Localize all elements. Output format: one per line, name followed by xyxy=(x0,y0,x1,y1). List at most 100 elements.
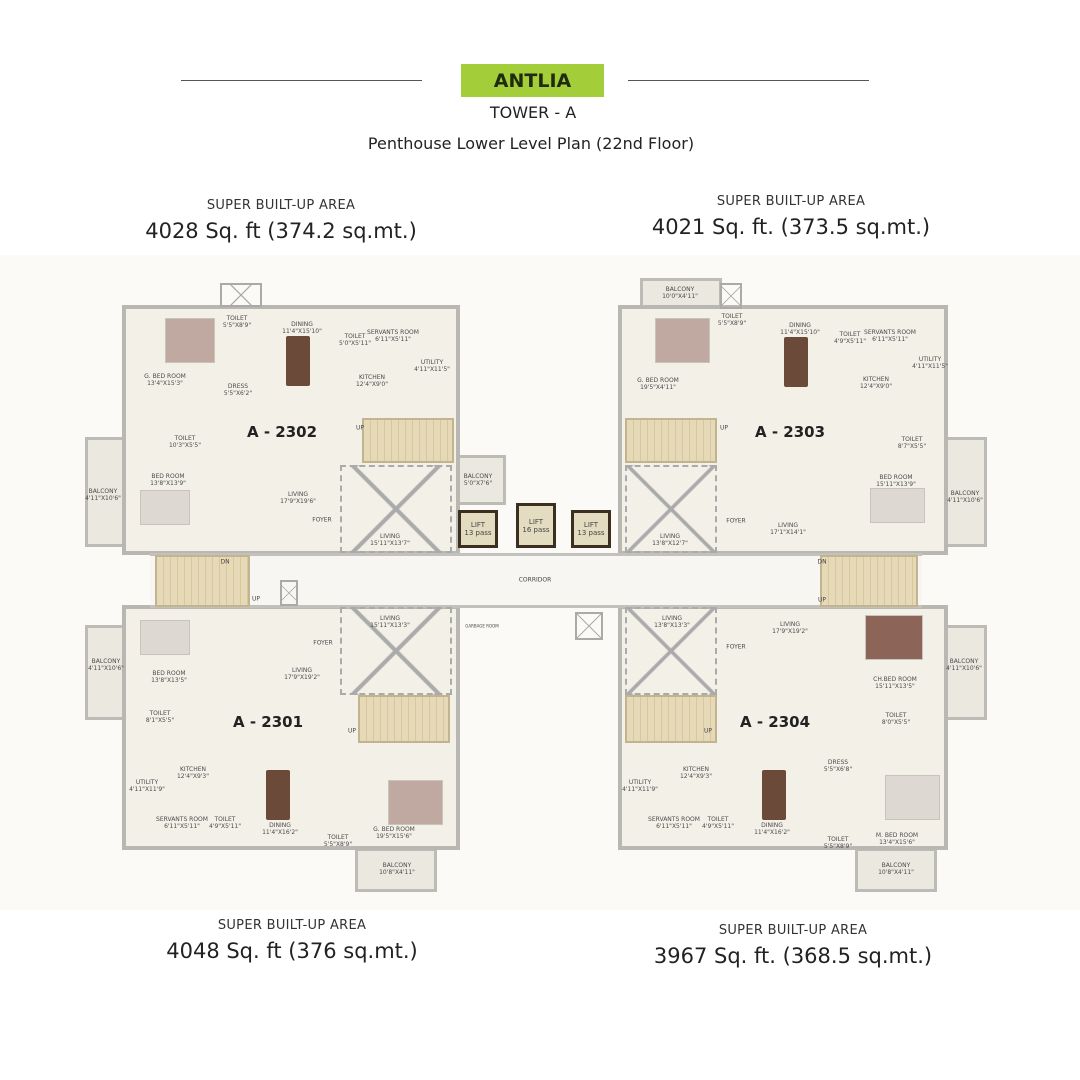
bed-2303-2 xyxy=(870,488,925,523)
area-caption-top-left: SUPER BUILT-UP AREA xyxy=(206,198,356,213)
garbage-room-label: GARBAGE ROOM xyxy=(465,623,499,629)
room-dimensions: 4'11"x10'6" xyxy=(946,665,982,672)
room-dimensions: 12'4"x9'0" xyxy=(355,381,389,388)
room-dimensions: 13'8"x12'7" xyxy=(652,540,688,547)
bed-2301 xyxy=(388,780,443,825)
header-divider-left xyxy=(181,80,422,81)
room-label: FOYER xyxy=(313,640,332,647)
staircase-left xyxy=(155,555,250,607)
room-dimensions: 13'8"x13'5" xyxy=(151,677,187,684)
bed-2302 xyxy=(165,318,215,363)
room-dimensions: 10'0"x4'11" xyxy=(662,293,698,300)
living-void-2301 xyxy=(340,607,452,695)
stair-up-2304: UP xyxy=(703,727,713,735)
room-dimensions: 4'11"x10'6" xyxy=(947,497,983,504)
lift-label: LIFT xyxy=(583,521,599,529)
area-caption-bottom-right: SUPER BUILT-UP AREA xyxy=(718,923,868,938)
balcony-2303-right xyxy=(945,437,987,547)
brand-badge: ANTLIA xyxy=(461,64,604,97)
room-name: UTILITY xyxy=(420,359,444,366)
room-name: FOYER xyxy=(726,643,746,651)
room-dimensions: 12'4"x9'3" xyxy=(679,773,713,780)
room-name: UTILITY xyxy=(135,779,159,786)
bed-2304 xyxy=(885,775,940,820)
stair-label-up-left: UP xyxy=(251,595,261,603)
room-dimensions: 4'11"x11'5" xyxy=(912,363,948,370)
room-name: G. BED ROOM xyxy=(144,373,186,380)
room-name: G. BED ROOM xyxy=(373,826,415,833)
room-name: BED ROOM xyxy=(879,474,913,481)
bed-2301-2 xyxy=(140,620,190,655)
room-label: FOYER xyxy=(312,517,331,524)
area-caption-top-right: SUPER BUILT-UP AREA xyxy=(716,194,866,209)
stair-up-2303: UP xyxy=(719,424,729,432)
room-name: TOILET xyxy=(344,333,366,340)
room-name: LIVING xyxy=(379,533,401,540)
plan-title: Penthouse Lower Level Plan (22nd Floor) xyxy=(367,134,695,153)
room-name: G. BED ROOM xyxy=(637,377,679,384)
room-name: TOILET xyxy=(721,313,743,320)
bed-2304-2 xyxy=(865,615,923,660)
lift-label: LIFT xyxy=(528,517,544,526)
lift-3: LIFT 13 pass xyxy=(571,510,611,548)
room-name: DRESS xyxy=(827,759,849,766)
room-name: SERVANTS ROOM xyxy=(648,816,700,823)
room-name: UTILITY xyxy=(628,779,652,786)
room-dimensions: 6'11"x5'11" xyxy=(872,336,908,343)
room-name: TOILET xyxy=(327,834,349,841)
room-name: LIVING xyxy=(659,533,681,540)
lift-1: LIFT 13 pass xyxy=(458,510,498,548)
room-dimensions: 13'4"x15'3" xyxy=(147,380,183,387)
room-dimensions: 12'4"x9'0" xyxy=(859,383,893,390)
room-dimensions: 17'9"x19'2" xyxy=(284,674,320,681)
room-name: TOILET xyxy=(174,435,196,442)
room-name: BED ROOM xyxy=(151,473,185,480)
stair-label-dn-right: DN xyxy=(817,558,827,566)
dining-table-2301 xyxy=(266,770,290,820)
room-dimensions: 5'5"x6'8" xyxy=(823,766,853,773)
room-name: LIVING xyxy=(779,621,801,628)
dining-table-2304 xyxy=(762,770,786,820)
area-value-bottom-right: 3967 Sq. ft. (368.5 sq.mt.) xyxy=(653,944,933,968)
room-name: TOILET xyxy=(214,816,236,823)
stair-up-2301: UP xyxy=(347,727,357,735)
area-value-bottom-left: 4048 Sq. ft (376 sq.mt.) xyxy=(166,939,418,963)
room-name: LIVING xyxy=(287,491,309,498)
room-dimensions: 5'0"x5'11" xyxy=(338,340,372,347)
bed-2303 xyxy=(655,318,710,363)
room-name: DINING xyxy=(291,321,313,328)
room-name: TOILET xyxy=(839,331,861,338)
unit-id-2304: A - 2304 xyxy=(739,713,811,731)
dining-table-2303 xyxy=(784,337,808,387)
stair-2302 xyxy=(362,418,454,463)
room-name: BALCONY xyxy=(881,862,911,869)
room-name: KITCHEN xyxy=(179,766,206,773)
room-dimensions: 13'8"x13'3" xyxy=(654,622,690,629)
electrical-shaft xyxy=(575,612,603,640)
room-name: BALCONY xyxy=(950,490,980,497)
room-name: FOYER xyxy=(312,516,332,524)
